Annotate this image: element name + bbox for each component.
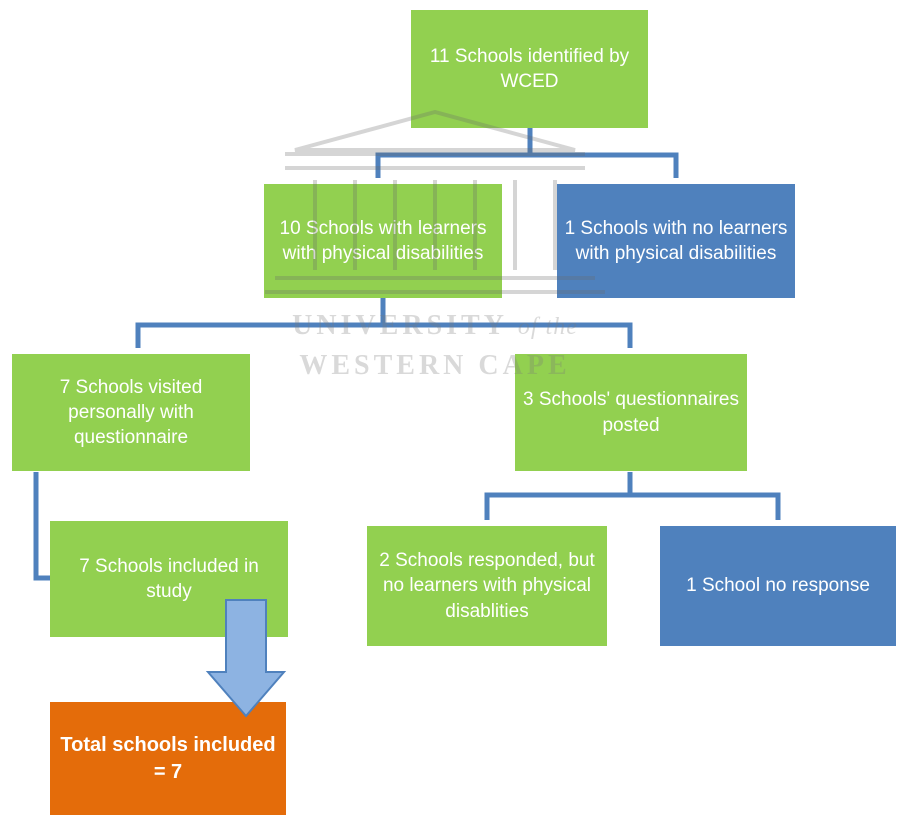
node-no-response: 1 School no response <box>660 526 896 646</box>
node-identified: 11 Schools identified by WCED <box>411 10 648 128</box>
node-total: Total schools included = 7 <box>50 702 286 815</box>
node-responded: 2 Schools responded, but no learners wit… <box>367 526 607 646</box>
connector-identified <box>375 128 679 178</box>
down-arrow-icon <box>205 599 287 718</box>
node-visited: 7 Schools visited personally with questi… <box>12 354 250 471</box>
node-posted: 3 Schools' questionnaires posted <box>515 354 747 471</box>
node-with-disabilities: 10 Schools with learners with physical d… <box>264 184 502 298</box>
connector-posted <box>484 472 781 520</box>
connector-with-disabilities <box>135 298 633 348</box>
connector-visited <box>33 472 50 581</box>
node-no-disabilities: 1 Schools with no learners with physical… <box>557 184 795 298</box>
